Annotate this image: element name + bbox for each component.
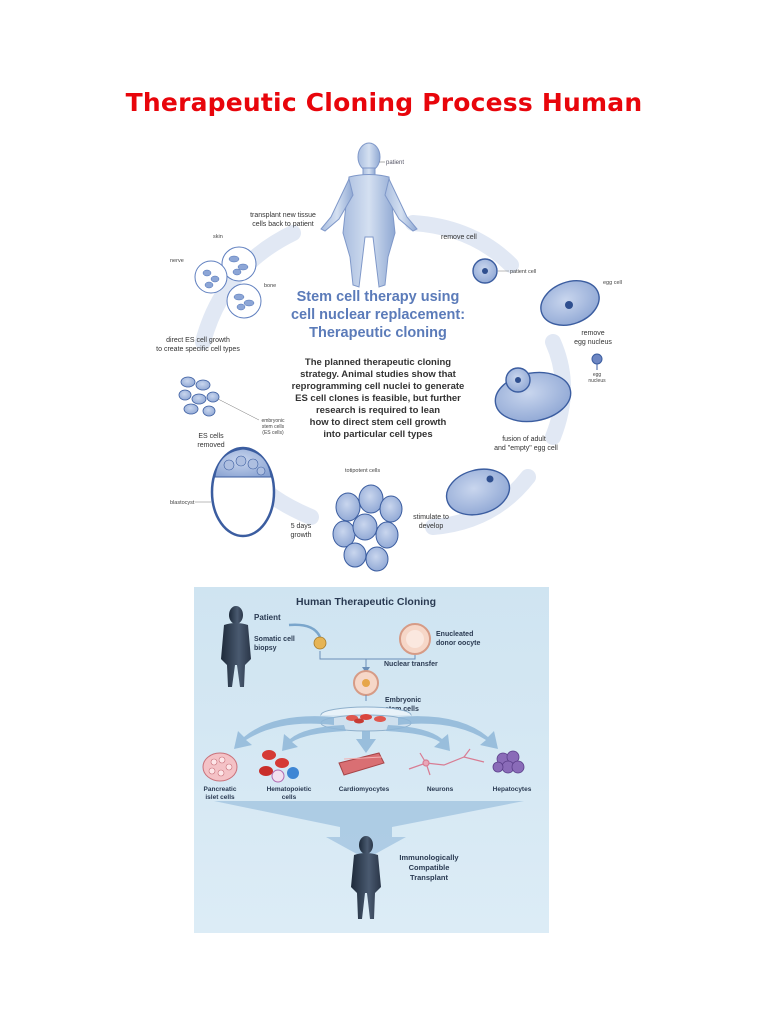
fusion-label-line-1: fusion of adult [502,436,546,443]
transplant-label-line-3: Transplant [410,873,448,882]
blastocyst-label: blastocyst [170,500,195,506]
center-text-line-7: into particular cell types [323,429,432,440]
differentiation-arrows [234,716,498,753]
cell-type-label-hematopoietic-1: Hematopoietic [267,786,312,793]
reconstructed-egg [353,670,379,696]
hematopoietic-cells [259,750,299,783]
cell-type-label-hepatocytes: Hepatocytes [493,786,532,793]
center-text-line-4: ES cell clones is feasible, but further [295,393,461,404]
totipotent-label: totipotent cells [345,468,380,474]
enucleated-oocyte [399,623,431,655]
egg-cell [540,280,600,326]
somatic-cell [313,636,327,650]
patient-label: Patient [254,613,281,622]
cell-type-label-pancreatic-2: islet cells [205,794,235,801]
recipient-silhouette [351,836,381,919]
center-title-line-2: cell nuclear replacement: [291,307,465,323]
embryonic-label-line-1: embryonic [261,418,285,424]
page-title: Therapeutic Cloning Process Human [125,88,643,117]
enucleated-label-line-2: donor oocyte [436,640,480,647]
stimulate-label-line-2: develop [419,523,444,530]
patient-figure [320,142,418,288]
embryonic-label-line-2: stem cells [385,706,419,713]
cell-type-label-hematopoietic-2: cells [282,794,297,801]
cell-type-label-pancreatic-1: Pancreatic [204,786,237,793]
center-text-line-3: reprogramming cell nuclei to generate [292,381,465,392]
stimulated-egg-cell [445,468,511,516]
egg-nucleus-label-line-2: nucleus [588,378,606,384]
fusion-cell [494,367,572,423]
biopsy-arrow [288,623,322,638]
egg-nucleus-label-line-1: egg [593,372,602,378]
egg-nucleus [591,353,603,370]
embryonic-label-line-1: Embryonic [385,697,421,704]
patient-cell [472,258,498,284]
skin-label: skin [213,234,223,240]
growth-label-line-1: 5 days [291,523,312,530]
center-text-line-5: research is required to lean [316,405,440,416]
fusion-label-line-2: and "empty" egg cell [494,445,558,452]
nerve-label: nerve [170,258,184,264]
remove-nucleus-line-1: remove [581,330,604,337]
stimulate-label-line-1: stimulate to [413,514,449,521]
es-cells [178,376,220,417]
human-therapeutic-cloning-diagram: Human Therapeutic Cloning Patient Somati… [194,587,549,933]
center-title-line-1: Stem cell therapy using [297,289,460,305]
center-text-line-6: how to direct stem cell growth [310,417,447,428]
totipotent-cells [332,484,403,572]
center-text-line-2: strategy. Animal studies show that [300,369,457,380]
growth-label-line-2: growth [290,532,311,539]
es-removed-label-line-2: removed [197,442,224,449]
neurons [408,748,485,776]
patient-label: patient [386,160,404,166]
cell-type-label-neurons: Neurons [427,786,454,793]
es-removed-label-line-1: ES cells [198,433,224,440]
center-text-line-1: The planned therapeutic cloning [305,357,451,368]
hepatocytes [492,750,525,774]
transplant-label-line-2: Compatible [409,863,450,872]
pancreatic-islet-cells [202,752,238,782]
embryonic-label-line-2: stem cells [262,424,285,430]
converging-funnel [214,801,524,859]
remove-cell-label: remove cell [441,234,477,241]
somatic-label-line-2: biopsy [254,645,277,652]
bone-label: bone [264,283,276,289]
transplant-label-line-1: transplant new tissue [250,212,316,219]
cardiomyocytes [338,752,385,776]
transplant-label-line-1: Immunologically [399,853,459,862]
remove-nucleus-line-2: egg nucleus [574,339,612,346]
enucleated-label-line-1: Enucleated [436,631,473,638]
direct-growth-label-line-1: direct ES cell growth [166,337,230,344]
patient-cell-label: patient cell [510,269,536,275]
blastocyst [210,446,276,538]
patient-silhouette [221,606,251,687]
specialized-cell-types [194,246,262,319]
nuclear-transfer-label: Nuclear transfer [384,661,438,668]
cell-type-label-cardiomyocytes: Cardiomyocytes [339,786,390,793]
egg-cell-label: egg cell [603,280,622,286]
figure2-title: Human Therapeutic Cloning [296,596,436,608]
embryonic-label-line-3: (ES cells) [262,430,284,436]
somatic-label-line-1: Somatic cell [254,636,295,643]
transplant-label-line-2: cells back to patient [252,221,314,228]
center-title-line-3: Therapeutic cloning [309,325,447,341]
stem-cell-therapy-diagram: patient Stem cell therapy using cell nuc… [156,142,622,572]
direct-growth-label-line-2: to create specific cell types [156,346,240,353]
